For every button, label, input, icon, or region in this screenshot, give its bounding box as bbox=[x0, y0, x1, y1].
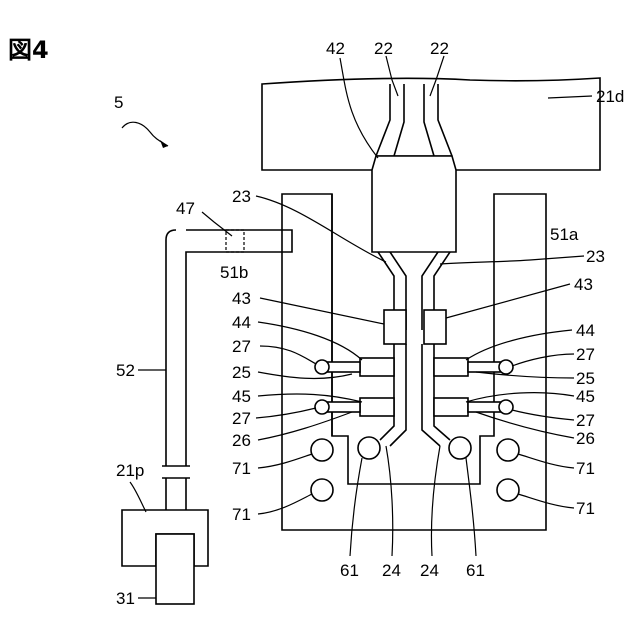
leader-61-right bbox=[466, 458, 476, 556]
label-21p: 21p bbox=[116, 461, 144, 480]
leader-25-right bbox=[476, 372, 574, 378]
leader-43-right bbox=[446, 284, 570, 318]
port-61-right bbox=[449, 437, 471, 459]
label-22a: 22 bbox=[374, 39, 393, 58]
label-27-right-bottom: 27 bbox=[576, 411, 595, 430]
label-27-left-bottom: 27 bbox=[232, 409, 251, 428]
port-61-left bbox=[358, 437, 380, 459]
label-71-left-bottom: 71 bbox=[232, 505, 251, 524]
label-52: 52 bbox=[116, 361, 135, 380]
figure-title: 図4 bbox=[8, 36, 49, 64]
leader-27-left-top bbox=[260, 346, 316, 364]
leader-45-left bbox=[258, 394, 362, 402]
leader-44-left bbox=[258, 322, 362, 360]
hole-71-left-bottom bbox=[311, 479, 333, 501]
pipe-52-lower bbox=[166, 478, 186, 510]
label-23-left: 23 bbox=[232, 187, 251, 206]
label-43-right: 43 bbox=[574, 275, 593, 294]
leader-43-left bbox=[260, 298, 384, 324]
label-71-left-top: 71 bbox=[232, 459, 251, 478]
label-31: 31 bbox=[116, 589, 135, 608]
label-42: 42 bbox=[326, 39, 345, 58]
sensor-45-right bbox=[434, 398, 468, 416]
block-43-left bbox=[384, 310, 406, 344]
label-24-left: 24 bbox=[382, 561, 401, 580]
leader-27-left-bottom bbox=[256, 408, 316, 418]
label-45-left: 45 bbox=[232, 387, 251, 406]
label-5: 5 bbox=[114, 93, 123, 112]
label-25-left: 25 bbox=[232, 363, 251, 382]
leader-27-right-top bbox=[512, 354, 574, 366]
label-51a: 51a bbox=[550, 225, 579, 244]
leader-47 bbox=[202, 212, 232, 236]
leader-61-left bbox=[350, 458, 362, 556]
sensor-44-left bbox=[360, 358, 394, 376]
leader-24-left bbox=[386, 446, 393, 556]
label-21d: 21d bbox=[596, 87, 624, 106]
end-27-right-bottom bbox=[499, 400, 513, 414]
leader-42 bbox=[340, 58, 378, 158]
label-71-right-bottom: 71 bbox=[576, 499, 595, 518]
label-45-right: 45 bbox=[576, 387, 595, 406]
label-61-right: 61 bbox=[466, 561, 485, 580]
end-27-left-bottom bbox=[315, 400, 329, 414]
block-31 bbox=[156, 534, 194, 604]
hole-71-left-top bbox=[311, 439, 333, 461]
label-61-left: 61 bbox=[340, 561, 359, 580]
label-27-right-top: 27 bbox=[576, 345, 595, 364]
label-26-left: 26 bbox=[232, 431, 251, 450]
leader-26-right bbox=[476, 412, 574, 438]
leader-45-right bbox=[466, 393, 574, 402]
leader-71-left-top bbox=[258, 454, 312, 468]
label-24-right: 24 bbox=[420, 561, 439, 580]
sensor-45-left bbox=[360, 398, 394, 416]
label-27-left-top: 27 bbox=[232, 337, 251, 356]
connector-42 bbox=[372, 156, 456, 252]
arrow-5 bbox=[160, 140, 168, 148]
label-22b: 22 bbox=[430, 39, 449, 58]
hole-71-right-bottom bbox=[497, 479, 519, 501]
leader-23-right bbox=[440, 256, 584, 264]
hole-71-right-top bbox=[497, 439, 519, 461]
label-26-right: 26 bbox=[576, 429, 595, 448]
leader-27-right-bottom bbox=[512, 410, 574, 420]
label-23-right: 23 bbox=[586, 247, 605, 266]
leader-25-left bbox=[258, 372, 352, 378]
label-47: 47 bbox=[176, 199, 195, 218]
leader-71-left-bottom bbox=[258, 494, 312, 514]
tube-22-left-outer bbox=[376, 84, 390, 156]
pipe-52-left-edge bbox=[166, 230, 176, 466]
sensor-44-right bbox=[434, 358, 468, 376]
leader-21p bbox=[130, 482, 146, 512]
label-44-right: 44 bbox=[576, 321, 595, 340]
label-51b: 51b bbox=[220, 263, 248, 282]
block-43-right bbox=[424, 310, 446, 344]
end-27-right-top bbox=[499, 360, 513, 374]
tube-22-right-outer bbox=[438, 84, 452, 156]
end-27-left-top bbox=[315, 360, 329, 374]
label-25-right: 25 bbox=[576, 369, 595, 388]
label-43-left: 43 bbox=[232, 289, 251, 308]
leader-21d bbox=[548, 96, 592, 98]
label-44-left: 44 bbox=[232, 313, 251, 332]
label-71-right-top: 71 bbox=[576, 459, 595, 478]
leader-24-right bbox=[431, 446, 440, 556]
